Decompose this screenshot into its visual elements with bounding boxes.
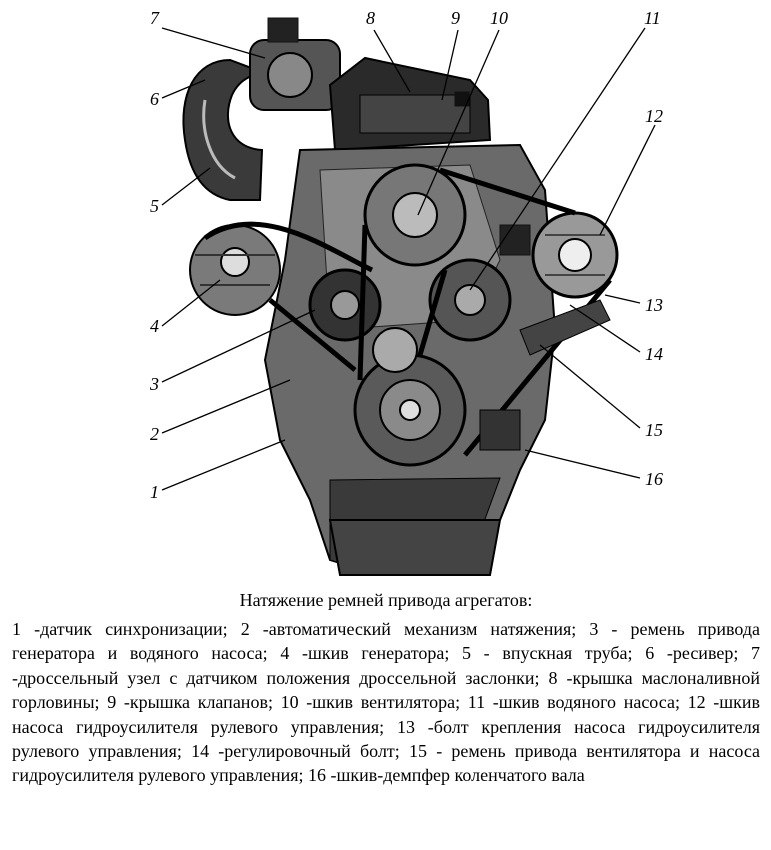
leader-10 — [417, 29, 500, 216]
caption-title: Натяжение ремней привода агрегатов: — [239, 590, 533, 610]
legend-entry-1: 1 -датчик синхронизации; — [12, 619, 228, 639]
legend-entry-4: 4 -шкив генератора; — [280, 643, 450, 664]
leader-13 — [604, 294, 641, 304]
leader-16 — [524, 449, 641, 479]
callout-13: 13 — [645, 295, 663, 315]
leader-2 — [161, 379, 291, 434]
leader-3 — [161, 309, 316, 383]
legend-entry-13: 13 -болт крепления насоса гидроусилителя… — [12, 716, 760, 762]
callout-15: 15 — [645, 420, 663, 440]
legend-entry-6: 6 -ресивер; — [645, 643, 739, 664]
callout-3: 3 — [149, 374, 159, 394]
leader-12 — [599, 124, 656, 236]
intake-pipe — [182, 58, 271, 201]
engine-figure: 1 2 3 4 5 6 7 8 9 10 11 12 13 14 15 16 — [149, 8, 663, 577]
caption-legend: 1 -датчик синхронизации; 2 -автоматическ… — [12, 617, 760, 788]
legend-entry-5: 5 - впускная труба; — [462, 643, 633, 664]
callout-1: 1 — [150, 482, 159, 502]
callout-5: 5 — [150, 196, 159, 216]
callout-14: 14 — [645, 344, 663, 364]
leader-6 — [161, 79, 206, 99]
callout-7: 7 — [150, 8, 160, 28]
leader-1 — [161, 439, 286, 491]
leader-5 — [161, 167, 211, 206]
callout-16: 16 — [645, 469, 663, 489]
callout-10: 10 — [490, 8, 508, 28]
legend-entry-15: 15 - ремень привода вентилятора и насоса… — [12, 741, 761, 786]
legend-entry-16: 16 -шкив-демпфер коленчатого вала — [308, 765, 585, 786]
callout-4: 4 — [150, 316, 159, 336]
callout-6: 6 — [150, 89, 159, 109]
leader-4 — [161, 279, 221, 327]
callout-9: 9 — [451, 8, 460, 28]
callout-2: 2 — [150, 424, 159, 444]
leader-9 — [441, 29, 459, 101]
figure-caption: Натяжение ремней привода агрегатов: 1 -д… — [12, 589, 760, 788]
engine-drawing: 1 2 3 4 5 6 7 8 9 10 11 12 13 14 15 16 — [149, 8, 663, 577]
legend-entry-9: 9 -крышка клапанов; — [107, 692, 273, 713]
leader-11 — [469, 27, 646, 291]
callout-12: 12 — [645, 106, 663, 126]
legend-entry-3: 3 - ремень привода генератора и водяного… — [12, 619, 761, 664]
leader-7 — [161, 27, 266, 59]
legend-entry-2: 2 -автоматический механизм натяжения; — [240, 619, 577, 639]
engine-illustration — [182, 17, 619, 577]
leader-8 — [373, 29, 411, 93]
callout-11: 11 — [644, 8, 661, 28]
legend-entry-10: 10 -шкив вентилятора; — [280, 692, 461, 713]
callout-8: 8 — [366, 8, 375, 28]
legend-entry-12: 12 -шкив насоса гидроусилителя рулевого … — [12, 692, 761, 737]
legend-entry-11: 11 -шкив водяного насоса; — [467, 692, 680, 713]
legend-entry-7: 7 -дроссельный узел с датчиком положения… — [12, 643, 760, 688]
leader-14 — [569, 304, 641, 353]
leader-15 — [539, 344, 641, 429]
legend-entry-8: 8 -крышка маслоналивной горловины; — [12, 667, 760, 713]
legend-entry-14: 14 -регулировочный болт; — [191, 741, 400, 762]
callout-leaders — [161, 27, 656, 491]
callout-labels: 1 2 3 4 5 6 7 8 9 10 11 12 13 14 15 16 — [149, 8, 663, 502]
belt-generator-water-pump — [203, 221, 448, 372]
